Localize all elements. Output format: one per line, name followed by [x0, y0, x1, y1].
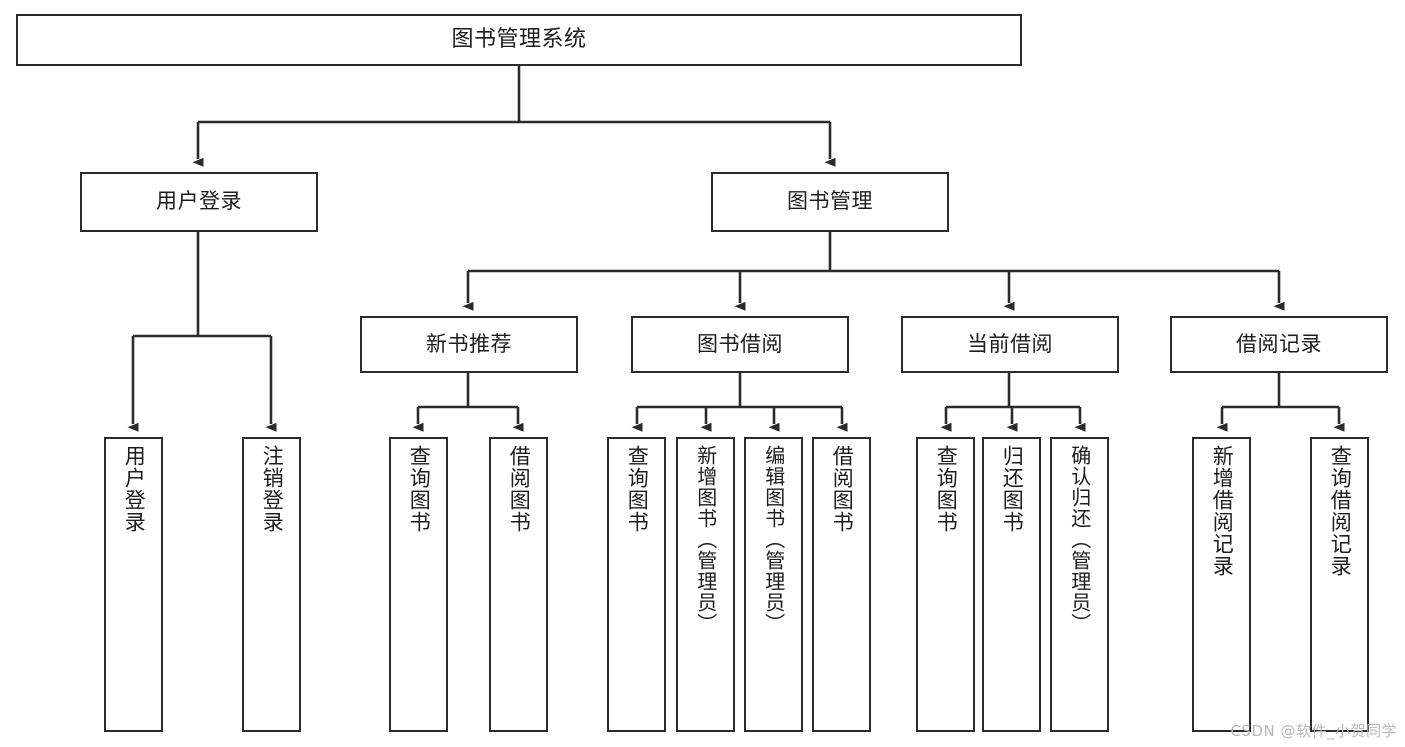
node-label: 新书推荐 [426, 331, 512, 356]
node-book-borrow[interactable]: 图书借阅 [631, 316, 849, 373]
node-label: 借阅图书 [830, 445, 855, 533]
node-label: 用户登录 [156, 189, 242, 214]
leaf-edit-book[interactable]: 编辑图书（管理员） [744, 437, 803, 732]
leaf-confirm-return[interactable]: 确认归还（管理员） [1050, 437, 1109, 732]
node-label: 图书管理系统 [451, 26, 587, 52]
node-label: 查询借阅记录 [1328, 445, 1353, 577]
leaf-borrow-book-1[interactable]: 借阅图书 [489, 437, 548, 732]
node-book-manage[interactable]: 图书管理 [711, 172, 949, 232]
leaf-add-record[interactable]: 新增借阅记录 [1192, 437, 1251, 732]
leaf-user-login[interactable]: 用户登录 [104, 437, 163, 732]
leaf-query-record[interactable]: 查询借阅记录 [1310, 437, 1369, 732]
node-label: 图书管理 [787, 189, 873, 214]
node-new-book-recommend[interactable]: 新书推荐 [360, 316, 578, 373]
leaf-add-book[interactable]: 新增图书（管理员） [676, 437, 735, 732]
node-label: 新增图书（管理员） [693, 445, 718, 634]
node-label: 借阅图书 [507, 445, 532, 533]
leaf-return-book[interactable]: 归还图书 [982, 437, 1041, 732]
node-label: 当前借阅 [967, 331, 1053, 356]
leaf-borrow-book-2[interactable]: 借阅图书 [812, 437, 871, 732]
node-label: 图书借阅 [697, 331, 783, 356]
csdn-watermark: CSDN @软件_小贺同学 [1230, 722, 1397, 740]
node-root-book-management-system[interactable]: 图书管理系统 [16, 14, 1022, 66]
node-borrow-record[interactable]: 借阅记录 [1170, 316, 1388, 373]
leaf-logout-login[interactable]: 注销登录 [242, 437, 301, 732]
node-label: 查询图书 [934, 445, 959, 533]
node-current-borrow[interactable]: 当前借阅 [901, 316, 1119, 373]
node-label: 借阅记录 [1236, 331, 1322, 356]
node-label: 新增借阅记录 [1210, 445, 1235, 577]
node-user-login[interactable]: 用户登录 [80, 172, 318, 232]
node-label: 查询图书 [407, 445, 432, 533]
node-label: 用户登录 [122, 445, 147, 533]
node-label: 归还图书 [1000, 445, 1025, 533]
leaf-query-book-2[interactable]: 查询图书 [607, 437, 666, 732]
node-label: 查询图书 [625, 445, 650, 533]
leaf-query-book-3[interactable]: 查询图书 [916, 437, 975, 732]
node-label: 注销登录 [260, 445, 285, 533]
leaf-query-book-1[interactable]: 查询图书 [389, 437, 448, 732]
node-label: 确认归还（管理员） [1067, 445, 1092, 634]
node-label: 编辑图书（管理员） [761, 445, 786, 634]
